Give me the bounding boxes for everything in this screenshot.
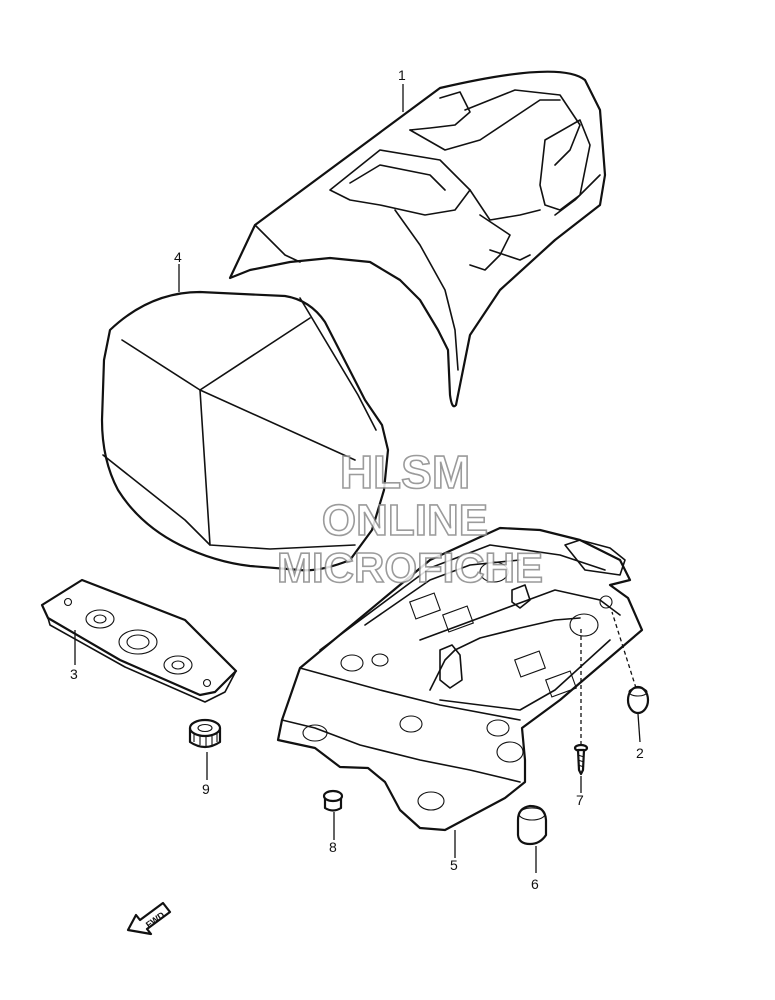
part-7-screw <box>573 743 589 776</box>
leader-lines <box>74 84 641 873</box>
part-4-seat-cushion <box>100 290 390 572</box>
watermark: HLSM ONLINE MICROFICHE <box>276 445 544 592</box>
part-2-grommet <box>626 685 650 715</box>
part-8-bushing <box>322 789 344 812</box>
watermark-line-3: MICROFICHE <box>277 544 543 591</box>
callout-7: 7 <box>576 792 584 808</box>
part-3-plate <box>40 578 238 703</box>
callout-labels: 1 2 3 4 5 6 7 8 9 <box>70 67 644 892</box>
part-9-grommet <box>188 718 222 749</box>
callout-2: 2 <box>636 745 644 761</box>
leader-2-dashed <box>611 611 637 689</box>
watermark-line-1: HLSM <box>340 446 470 498</box>
part-6-cushion <box>516 804 548 846</box>
part-1-seat-tail-cover <box>228 70 607 408</box>
callout-3: 3 <box>70 666 78 682</box>
callout-8: 8 <box>329 839 337 855</box>
callout-1: 1 <box>398 67 406 83</box>
watermark-line-2: ONLINE <box>322 496 488 545</box>
callout-9: 9 <box>202 781 210 797</box>
callout-5: 5 <box>450 857 458 873</box>
callout-4: 4 <box>174 249 182 265</box>
fwd-arrow-icon: FWD <box>126 901 172 936</box>
part-5-seat-base <box>276 526 644 832</box>
callout-6: 6 <box>531 876 539 892</box>
leader-2 <box>637 713 641 743</box>
